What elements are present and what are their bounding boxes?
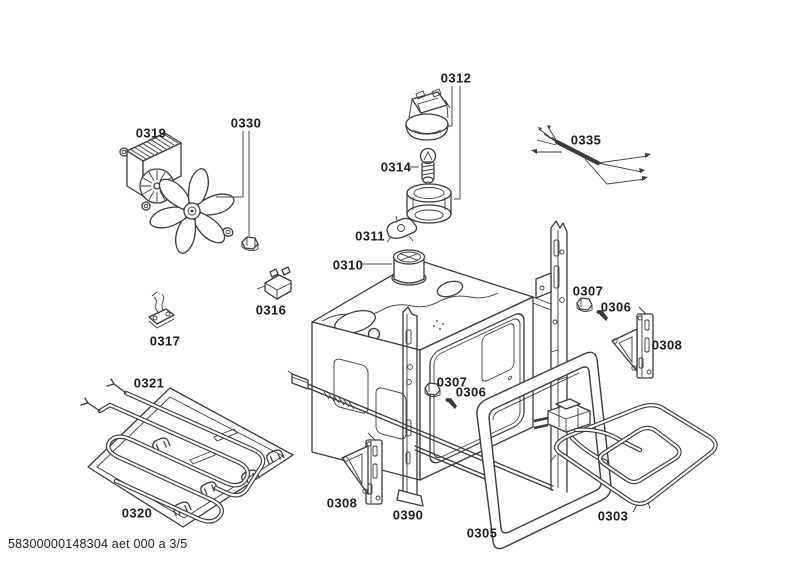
- part-label-screw-right: 0306: [600, 299, 632, 315]
- chassis-rail-right: [535, 220, 568, 493]
- part-vent-chimney: [391, 249, 427, 286]
- part-cable-harness: [531, 125, 651, 185]
- part-switch: [256, 266, 292, 300]
- part-nut-front: [424, 382, 441, 398]
- part-screw-front: [445, 398, 457, 409]
- part-fan-blade: [149, 168, 235, 254]
- part-label-clamp: 0311: [355, 228, 385, 244]
- part-label-wire-bracket: 0317: [149, 333, 181, 349]
- part-lamp-socket: [405, 88, 451, 141]
- part-label-fan-motor: 0319: [135, 125, 167, 141]
- part-label-grill-element: 0303: [597, 508, 629, 524]
- part-label-oven-cavity: 0390: [392, 507, 424, 523]
- document-code: 58300000148304 aet 000 a 3/5: [8, 537, 188, 551]
- part-lamp-cover: [406, 183, 452, 224]
- part-grill-heating-element: [533, 398, 718, 513]
- part-fan-fixing-nut: [241, 236, 259, 252]
- part-label-nut-front: 0307: [436, 374, 468, 390]
- part-label-base-panel: 0320: [121, 505, 153, 521]
- part-label-lamp-assembly: 0312: [440, 70, 472, 86]
- grill-terminal-block: [533, 398, 651, 513]
- part-label-fan-nut: 0330: [230, 115, 262, 131]
- part-fan-motor: [119, 132, 192, 211]
- part-label-hinge-right: 0308: [651, 337, 683, 353]
- part-label-nut-right: 0307: [572, 283, 604, 299]
- part-label-vent-chimney: 0310: [332, 257, 364, 273]
- part-wire-bracket: [148, 291, 175, 329]
- part-label-cable-harness: 0335: [570, 132, 602, 148]
- part-clamp: [386, 215, 418, 243]
- part-label-lamp-bulb: 0314: [380, 159, 412, 175]
- part-label-screw-front: 0306: [455, 384, 487, 400]
- part-hinge-bracket-right: [611, 306, 654, 379]
- part-oven-cavity: [311, 259, 552, 481]
- part-nut-right: [576, 297, 593, 313]
- part-washer: [222, 227, 234, 237]
- leader-lines: [216, 86, 461, 265]
- frame-pillar-front-left: [396, 306, 424, 507]
- part-label-bottom-element: 0321: [133, 375, 165, 391]
- part-screw-right: [596, 310, 608, 321]
- part-bottom-heating-element: [80, 378, 266, 524]
- part-label-door-frame: 0305: [466, 525, 498, 541]
- part-label-hinge-left: 0308: [326, 495, 358, 511]
- chassis-bottom-rails: [287, 370, 554, 491]
- part-hinge-bracket-left: [341, 432, 383, 505]
- part-label-switch: 0316: [255, 302, 287, 318]
- part-lamp-bulb: [419, 147, 437, 187]
